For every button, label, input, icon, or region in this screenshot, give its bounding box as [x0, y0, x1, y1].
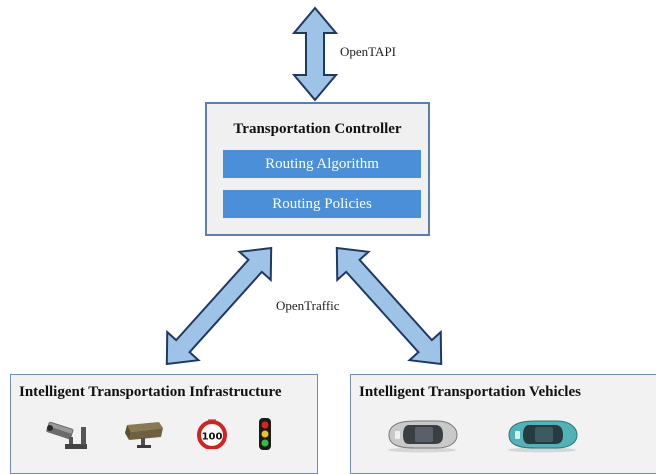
opentapi-double-arrow: [291, 6, 339, 102]
controller-title: Transportation Controller: [233, 121, 402, 137]
vehicles-title: Intelligent Transportation Vehicles: [359, 384, 581, 400]
silver-car-icon: [388, 420, 458, 453]
teal-car-icon: [508, 420, 578, 453]
opentraffic-label: OpenTraffic: [276, 298, 340, 313]
speed-limit-sign-icon: 100: [197, 419, 227, 449]
infrastructure-title: Intelligent Transportation Infrastructur…: [19, 384, 282, 400]
routing-algorithm-module: Routing Algorithm: [223, 150, 421, 178]
routing-policies-module: Routing Policies: [223, 190, 421, 218]
transportation-controller: Transportation Controller Routing Algori…: [205, 102, 430, 236]
cctv-camera-icon: [46, 421, 87, 449]
box-camera-icon: [125, 422, 163, 448]
speed-limit-value: 100: [202, 432, 223, 443]
infrastructure-panel: Intelligent Transportation Infrastructur…: [10, 374, 318, 474]
left-double-arrow: [165, 246, 273, 366]
vehicles-panel: Intelligent Transportation Vehicles: [350, 374, 656, 474]
opentapi-label: OpenTAPI: [340, 44, 397, 59]
right-double-arrow: [335, 246, 443, 366]
traffic-light-icon: [259, 418, 271, 450]
